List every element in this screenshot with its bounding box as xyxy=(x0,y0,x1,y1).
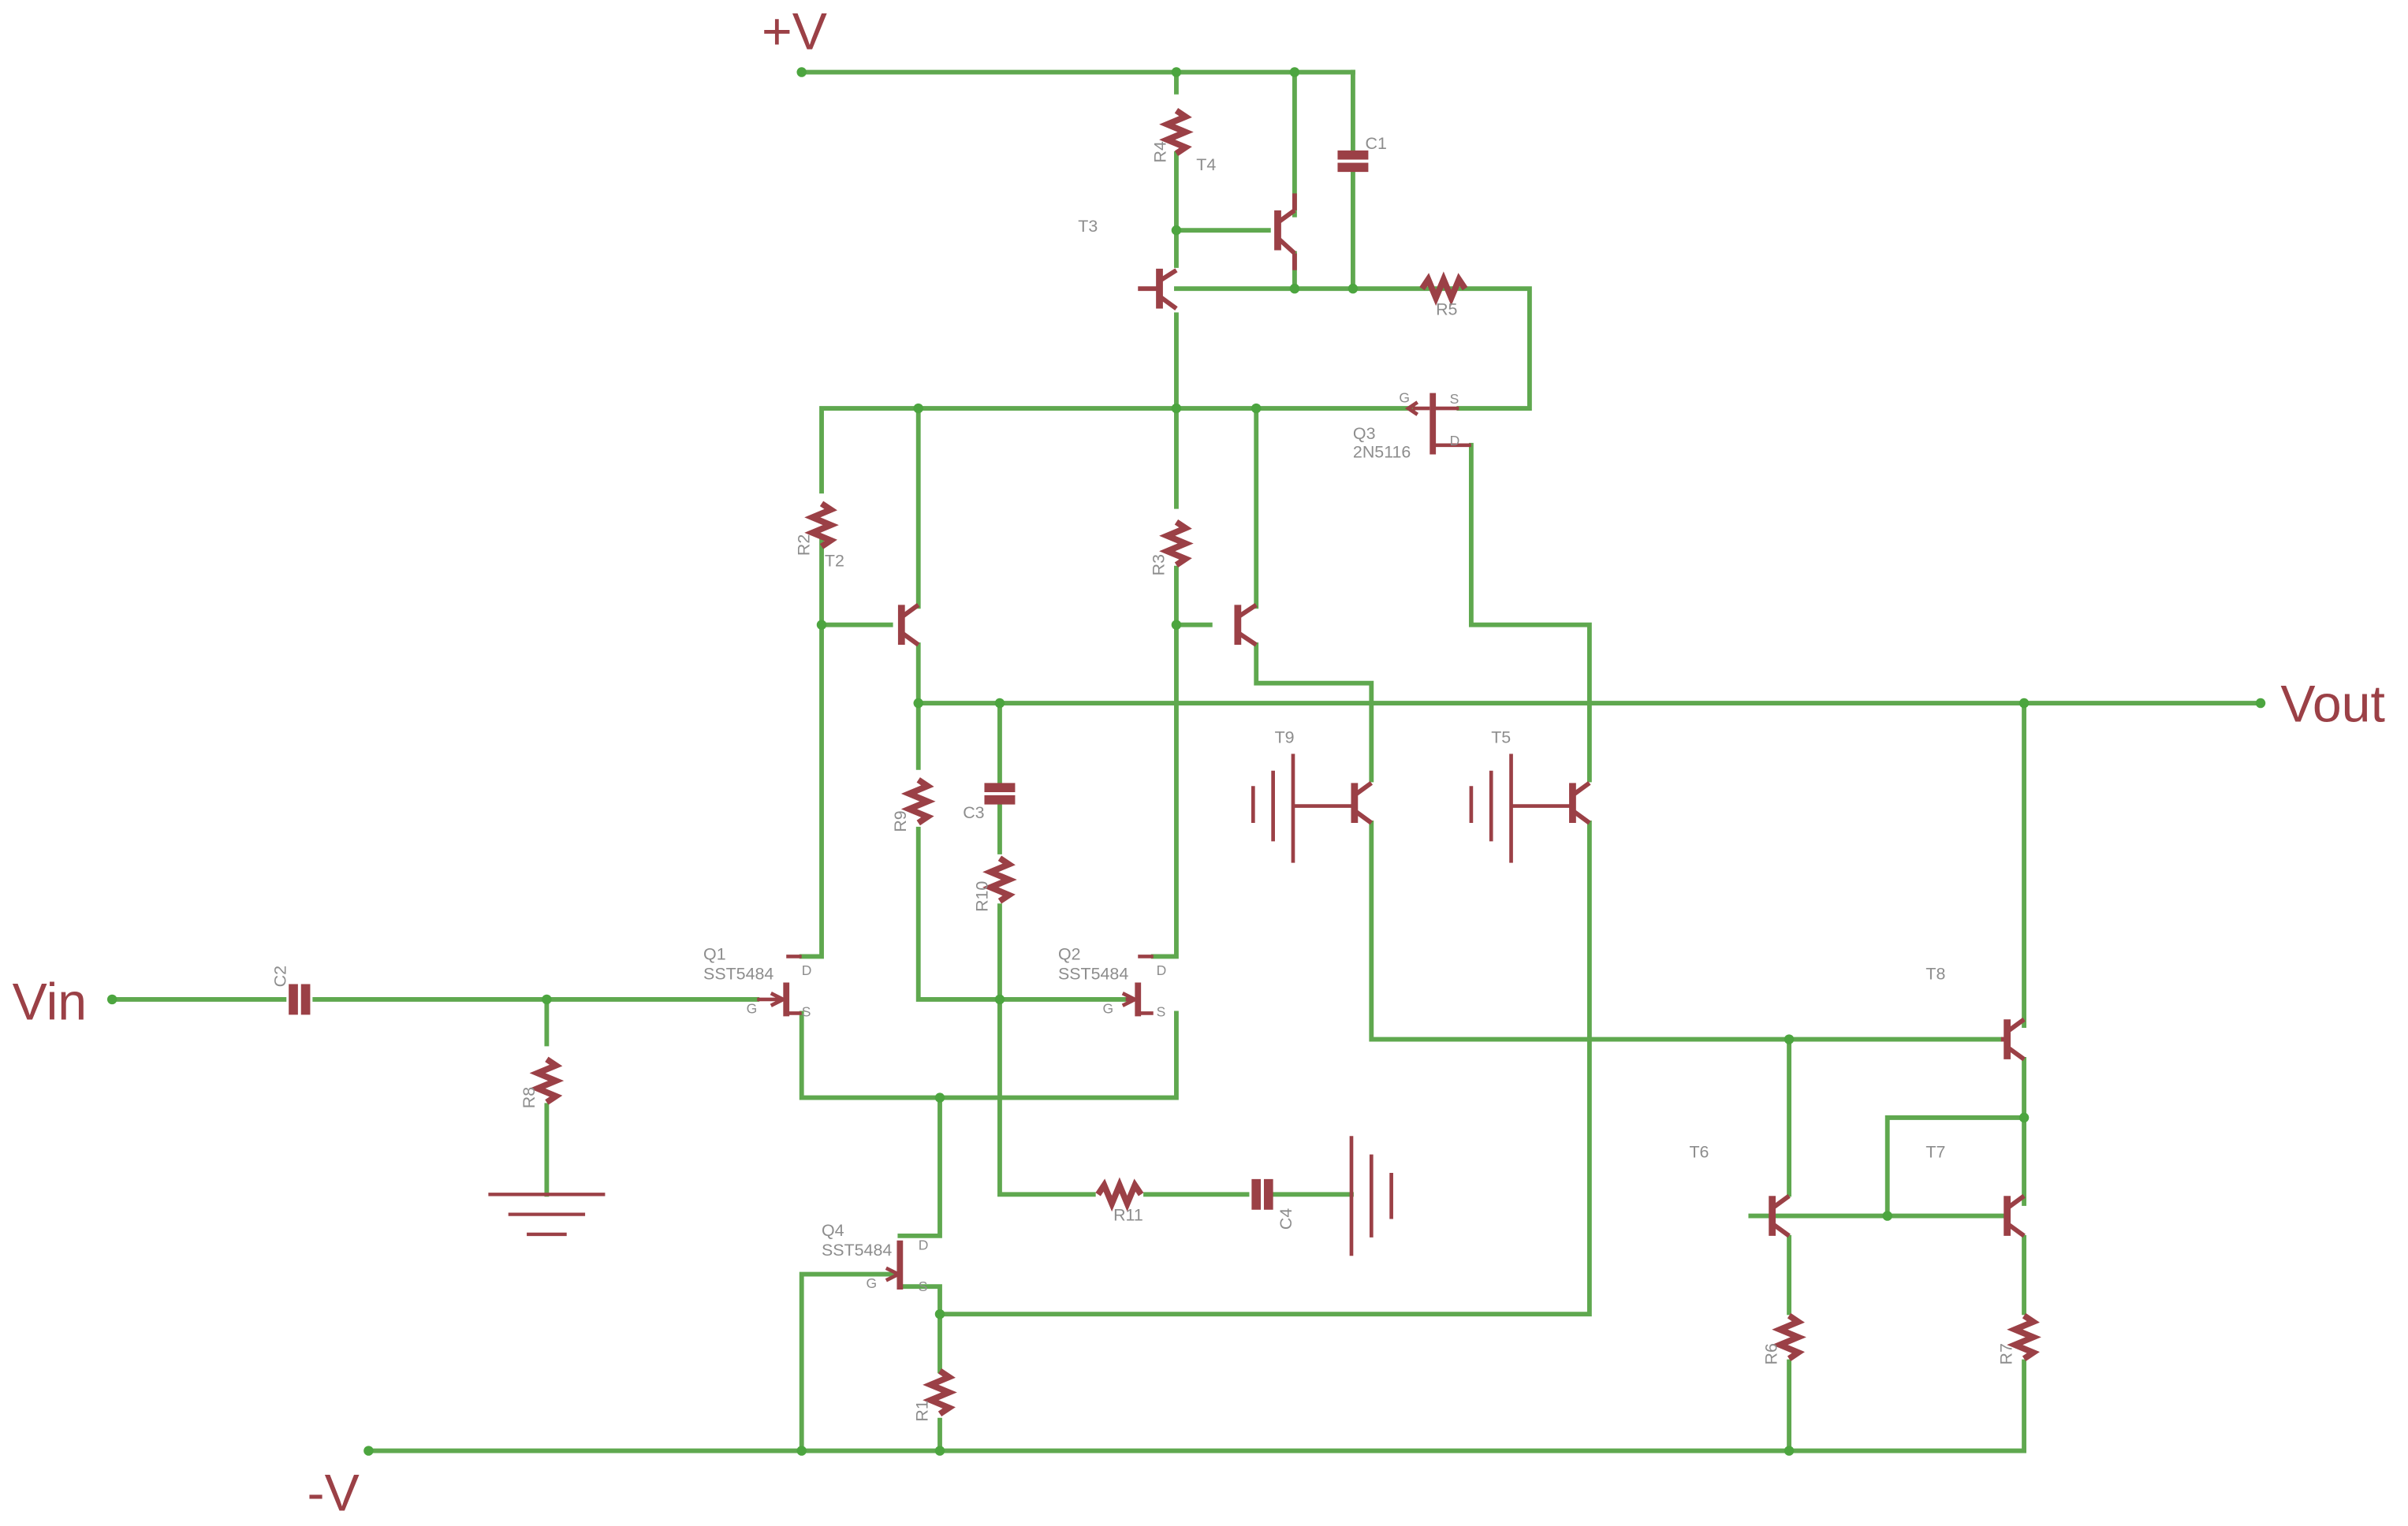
capacitor-c4 xyxy=(1251,1178,1273,1210)
label-c3: C3 xyxy=(963,803,984,822)
capacitor-symbols xyxy=(289,150,1369,1210)
label-t9: T9 xyxy=(1275,728,1295,747)
pos-supply-label: +V xyxy=(762,2,827,61)
label-c1: C1 xyxy=(1366,134,1387,153)
label-q3: Q3 xyxy=(1353,424,1376,443)
label-c4: C4 xyxy=(1277,1208,1295,1230)
jfet-q3 xyxy=(1404,393,1471,455)
output-label: Vout xyxy=(2280,675,2385,733)
resistor-r1 xyxy=(930,1371,949,1414)
label-q3-part: 2N5116 xyxy=(1353,442,1411,461)
resistor-r10 xyxy=(990,858,1008,902)
pin-q2-g: G xyxy=(1102,1000,1113,1016)
resistor-r4 xyxy=(1167,110,1185,154)
pin-labels: G S D G S D G S D G S D xyxy=(747,389,1460,1294)
neg-supply-label: -V xyxy=(308,1465,360,1523)
jfet-q4 xyxy=(885,1240,904,1290)
transistor-t6 xyxy=(1769,1193,1791,1238)
pin-q2-d: D xyxy=(1157,962,1167,978)
pin-q4-g: G xyxy=(867,1275,878,1291)
label-t4: T4 xyxy=(1196,155,1216,174)
label-t3: T3 xyxy=(1078,217,1098,236)
label-q2: Q2 xyxy=(1058,944,1081,963)
transistor-r3-stage xyxy=(1234,602,1258,647)
pin-q4-d: D xyxy=(919,1237,929,1252)
component-labels: R4 R5 R2 R3 R9 R10 R8 R11 R1 R6 R7 C1 C2… xyxy=(270,134,2015,1422)
resistor-r8 xyxy=(538,1059,556,1103)
junction-dots xyxy=(106,67,2266,1456)
jfet-q2 xyxy=(1121,955,1154,1017)
resistor-r7 xyxy=(2015,1316,2033,1359)
rail-labels: +V -V Vin Vout xyxy=(13,2,2385,1522)
pin-q2-s: S xyxy=(1157,1003,1166,1019)
label-r3: R3 xyxy=(1149,554,1168,575)
label-r1: R1 xyxy=(912,1400,931,1421)
label-t8: T8 xyxy=(1925,965,1945,984)
label-r7: R7 xyxy=(1996,1343,2015,1364)
transistor-t5 xyxy=(1569,780,1591,825)
label-r10: R10 xyxy=(972,881,991,912)
capacitor-c1 xyxy=(1337,150,1369,173)
label-r8: R8 xyxy=(520,1087,539,1108)
capacitor-c2 xyxy=(289,984,311,1015)
transistor-t9 xyxy=(1351,780,1374,825)
label-t6: T6 xyxy=(1689,1143,1709,1162)
label-q4-part: SST5484 xyxy=(822,1241,892,1260)
label-q1: Q1 xyxy=(703,944,726,963)
transistor-t3 xyxy=(1138,268,1178,311)
transistor-t7 xyxy=(2004,1193,2026,1238)
label-r11: R11 xyxy=(1113,1205,1143,1224)
label-r2: R2 xyxy=(794,534,813,556)
resistor-r9 xyxy=(909,780,927,823)
jfet-q1 xyxy=(757,955,802,1017)
label-t5: T5 xyxy=(1491,728,1511,747)
transistor-t8 xyxy=(2000,1017,2026,1062)
ground-symbol xyxy=(488,1193,606,1237)
pin-q1-s: S xyxy=(802,1003,811,1019)
resistor-r3 xyxy=(1167,522,1185,565)
transistor-t2 xyxy=(897,603,920,647)
battery-t5 xyxy=(1469,754,1513,863)
battery-t9 xyxy=(1251,754,1295,863)
label-q4: Q4 xyxy=(822,1221,844,1240)
pin-q1-g: G xyxy=(747,1000,758,1016)
battery-symbols xyxy=(1251,754,1570,1256)
label-q1-part: SST5484 xyxy=(703,965,773,984)
label-t2: T2 xyxy=(825,552,844,571)
pin-q4-s: S xyxy=(919,1278,928,1294)
pin-q1-d: D xyxy=(802,962,812,978)
transistor-t4 xyxy=(1274,193,1297,270)
capacitor-c3 xyxy=(984,783,1016,805)
label-r9: R9 xyxy=(891,810,910,832)
bjt-symbols xyxy=(897,193,2026,1238)
battery-c4 xyxy=(1349,1136,1393,1256)
label-r5: R5 xyxy=(1436,300,1457,318)
jfet-symbols xyxy=(757,393,1471,1290)
resistor-r6 xyxy=(1780,1316,1798,1359)
pin-q3-s: S xyxy=(1450,391,1459,407)
label-t7: T7 xyxy=(1925,1143,1945,1162)
label-r6: R6 xyxy=(1761,1343,1780,1364)
pin-q3-d: D xyxy=(1450,433,1460,448)
input-label: Vin xyxy=(13,973,88,1031)
resistor-r11 xyxy=(1098,1185,1142,1204)
label-r4: R4 xyxy=(1150,141,1169,162)
label-q2-part: SST5484 xyxy=(1058,965,1128,984)
wires xyxy=(110,69,2263,1453)
label-c2: C2 xyxy=(270,966,289,987)
pin-q3-g: G xyxy=(1399,389,1410,405)
